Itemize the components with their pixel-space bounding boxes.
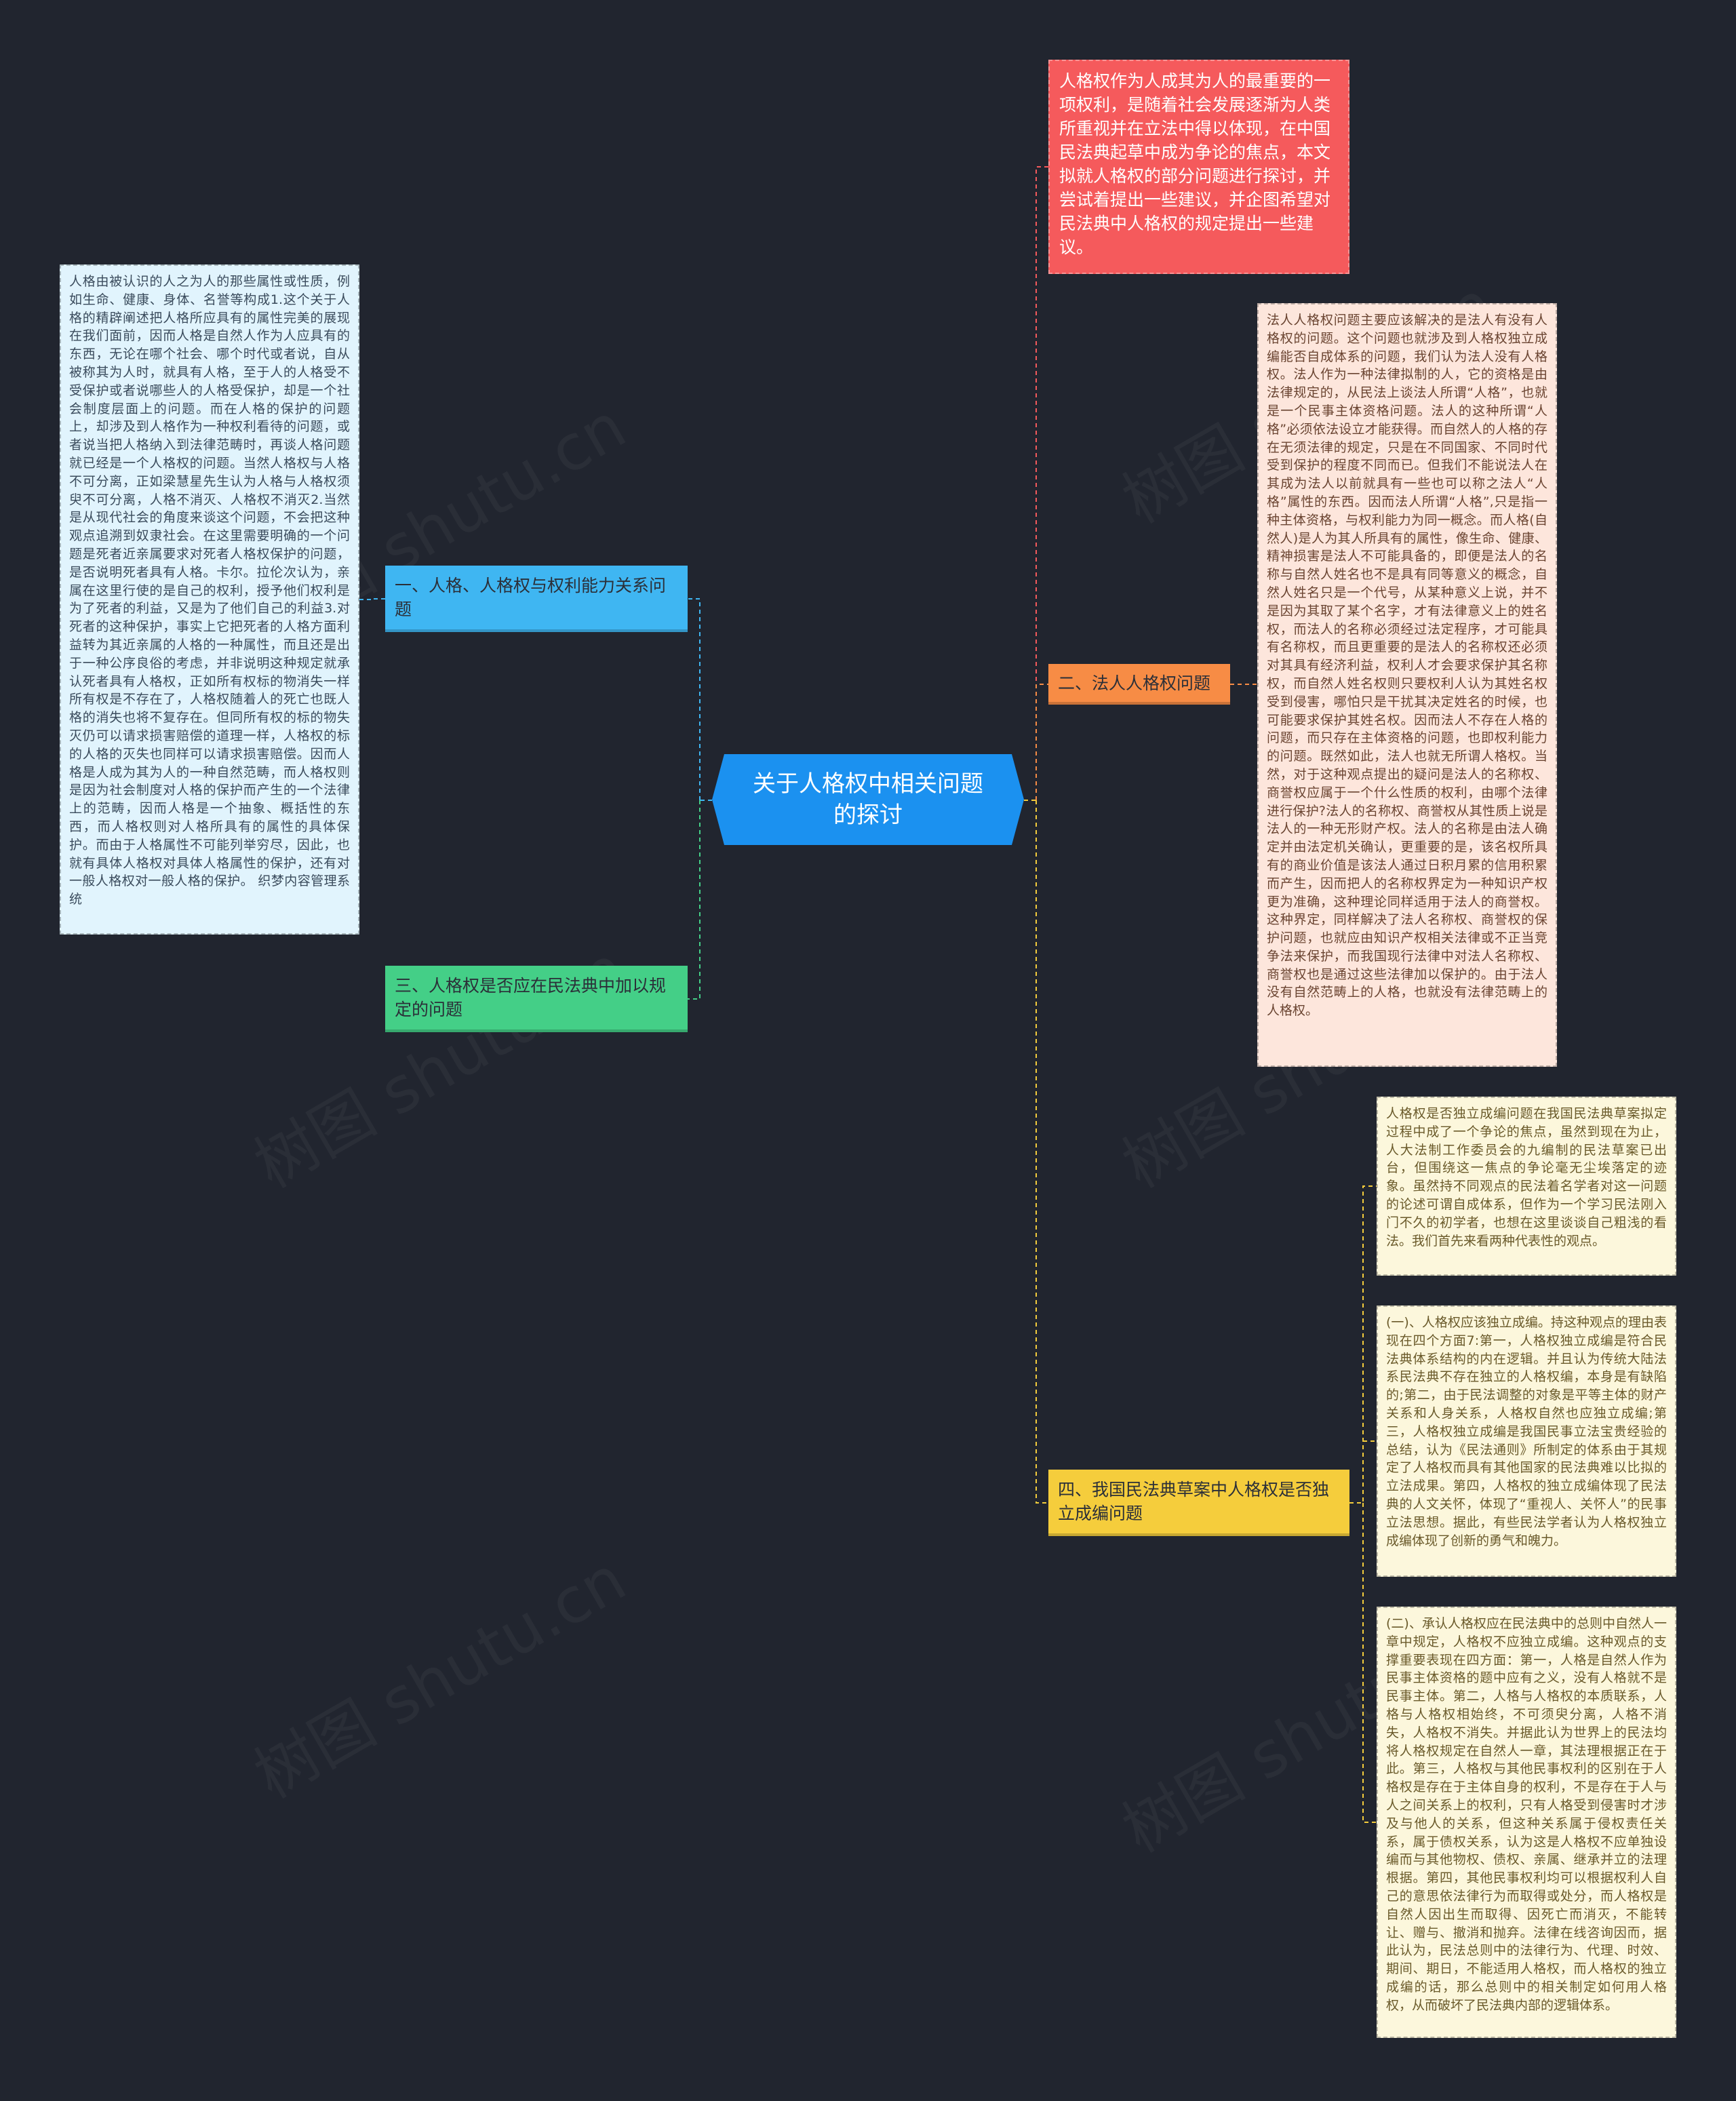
connector-intro xyxy=(1035,166,1048,800)
branch-3-node[interactable]: 三、人格权是否应在民法典中加以规定的问题 xyxy=(385,966,688,1032)
branch-4-leaf-1[interactable]: 人格权是否独立成编问题在我国民法典草案拟定过程中成了一个争论的焦点，虽然到现在为… xyxy=(1377,1097,1676,1276)
branch-4-leaf-3[interactable]: (二)、承认人格权应在民法典中的总则中自然人一章中规定，人格权不应独立成编。这种… xyxy=(1377,1607,1676,2038)
branch-4-node[interactable]: 四、我国民法典草案中人格权是否独立成编问题 xyxy=(1048,1470,1349,1536)
branch-4-leaf-1-text: 人格权是否独立成编问题在我国民法典草案拟定过程中成了一个争论的焦点，虽然到现在为… xyxy=(1386,1106,1667,1249)
connector-branch-1 xyxy=(688,598,701,800)
branch-1-node[interactable]: 一、人格、人格权与权利能力关系问题 xyxy=(385,566,688,632)
connector-branch-1-leaf xyxy=(359,598,385,600)
branch-2-leaf-text: 法人人格权问题主要应该解决的是法人有没有人格权的问题。这个问题也就涉及到人格权独… xyxy=(1267,313,1547,1019)
connector-branch-2 xyxy=(1035,684,1048,800)
branch-2-node[interactable]: 二、法人人格权问题 xyxy=(1048,664,1230,705)
connector-branch-4 xyxy=(1035,800,1048,1504)
branch-2-leaf[interactable]: 法人人格权问题主要应该解决的是法人有没有人格权的问题。这个问题也就涉及到人格权独… xyxy=(1257,303,1557,1067)
intro-text: 人格权作为人成其为人的最重要的一项权利，是随着社会发展逐渐为人类所重视并在立法中… xyxy=(1059,71,1331,257)
branch-1-label: 一、人格、人格权与权利能力关系问题 xyxy=(395,576,667,619)
root-topic-label: 关于人格权中相关问题的探讨 xyxy=(753,770,983,829)
branch-2-label: 二、法人人格权问题 xyxy=(1058,673,1211,693)
root-topic[interactable]: 关于人格权中相关问题的探讨 xyxy=(712,754,1024,845)
intro-node[interactable]: 人格权作为人成其为人的最重要的一项权利，是随着社会发展逐渐为人类所重视并在立法中… xyxy=(1048,60,1349,274)
branch-4-label: 四、我国民法典草案中人格权是否独立成编问题 xyxy=(1058,1480,1330,1523)
branch-1-leaf-text: 人格由被认识的人之为人的那些属性或性质，例如生命、健康、身体、名誉等构成1.这个… xyxy=(69,274,350,907)
branch-1-leaf[interactable]: 人格由被认识的人之为人的那些属性或性质，例如生命、健康、身体、名誉等构成1.这个… xyxy=(60,264,359,935)
connector-branch-4-leaves xyxy=(1349,1185,1377,1823)
branch-4-leaf-3-text: (二)、承认人格权应在民法典中的总则中自然人一章中规定，人格权不应独立成编。这种… xyxy=(1386,1616,1667,2013)
branch-4-leaf-2[interactable]: (一)、人格权应该独立成编。持这种观点的理由表现在四个方面7:第一，人格权独立成… xyxy=(1377,1305,1676,1577)
branch-4-leaf-2-text: (一)、人格权应该独立成编。持这种观点的理由表现在四个方面7:第一，人格权独立成… xyxy=(1386,1315,1667,1548)
branch-3-label: 三、人格权是否应在民法典中加以规定的问题 xyxy=(395,976,667,1019)
connector-branch-3 xyxy=(688,800,701,1000)
